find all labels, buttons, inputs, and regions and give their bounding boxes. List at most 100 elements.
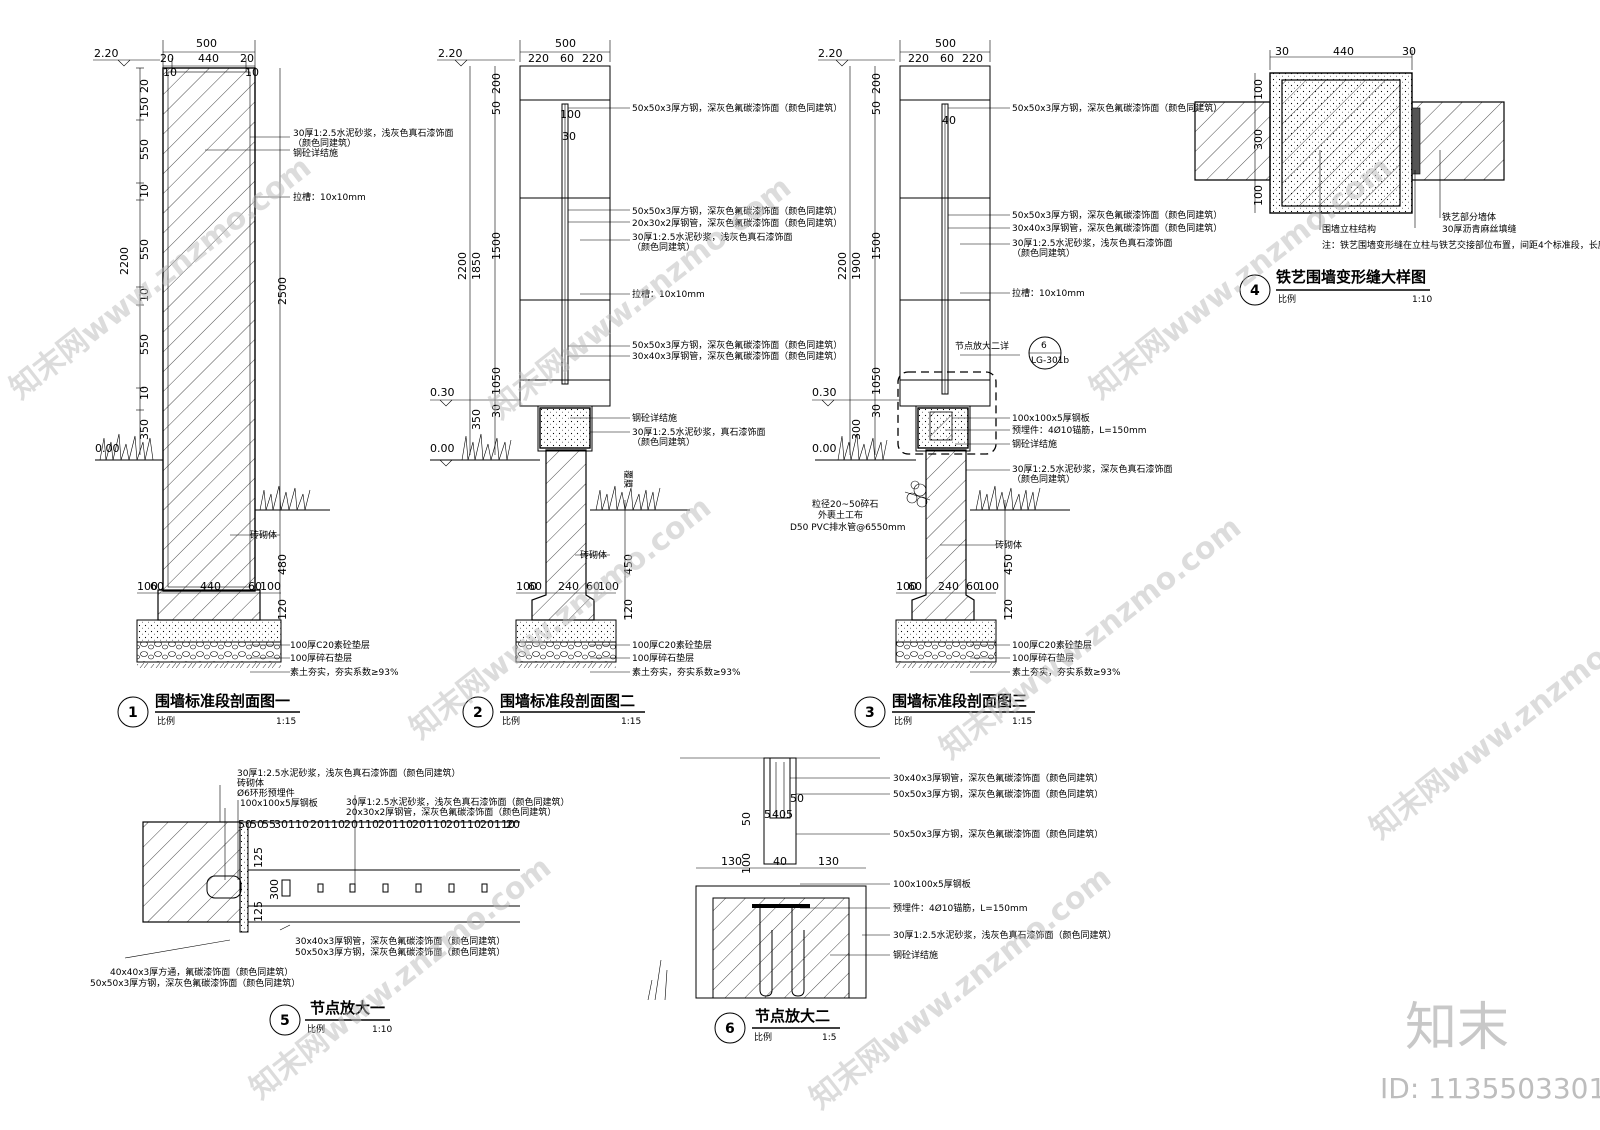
level-top: 2.20 [818,47,843,60]
note: 砖砌体 [250,529,277,541]
dim: 100 [598,580,619,593]
note: 100x100x5厚钢板 [893,878,971,890]
dim: 100 [137,580,158,593]
dim: 110 [358,818,379,831]
scale-label: 比例 [307,1023,325,1035]
title: 节点放大二 [755,1007,830,1025]
note: 50x50x3厚方钢，深灰色氟碳漆饰面（颜色同建筑） [90,977,300,989]
dim: 110 [426,818,447,831]
dim: 125 [252,847,265,868]
dim: 1850 [470,252,483,280]
level-top: 2.20 [438,47,463,60]
title-number: 4 [1250,283,1260,299]
dim: 20 [160,52,174,65]
title-number: 2 [473,705,483,721]
dim: 125 [252,901,265,922]
note: 预埋件：4Ø10锚筋，L=150mm [1012,424,1147,436]
note: 30厚1:2.5水泥砂浆，浅灰色真石漆饰面（颜色同建筑） [346,796,570,808]
detail-4: 30 440 30 100 300 100 围墙立柱结构 铁艺部分墙体 30厚沥… [1194,45,1600,306]
dim-row-5: 50 50 55 30 110 20 110 20 110 20 110 20 … [238,818,520,831]
level-top: 2.20 [94,47,119,60]
dim: 220 [962,52,983,65]
detail-5: 50 50 55 30 110 20 110 20 110 20 110 20 … [90,767,570,1036]
note: 素土夯实，夯实系数≥93% [290,666,399,678]
note: 拉槽：10x10mm [293,191,366,203]
dim: 50 [870,101,883,115]
title-number: 3 [865,705,875,721]
level-mid: 0.30 [812,386,837,399]
dim: 10 [138,184,151,198]
note: 砖砌体 [995,539,1022,551]
detail-6: 50 5 40 5 50 130 40 130 100 30x40x3厚钢管，深… [647,757,1117,1044]
dim: 440 [200,580,221,593]
note: 50x50x3厚方钢，深灰色氟碳漆饰面（颜色同建筑） [1012,209,1222,221]
dim: 50 [238,818,252,831]
scale: 1:15 [276,717,296,727]
column-body [162,67,256,592]
note: 50x50x3厚方钢，深灰色氟碳漆饰面（颜色同建筑） [632,205,842,217]
note: 100厚C20素砼垫层 [632,639,712,651]
dim: 440 [1333,45,1354,58]
dim: 110 [324,818,345,831]
note: 40x40x3厚方通，氟碳漆饰面（颜色同建筑） [110,966,293,978]
dim: 20 [310,818,324,831]
watermark-text: 知末网www.znzmo.com [1363,590,1600,847]
watermark-text: 知末网www.znzmo.com [803,860,1118,1117]
dim: 30 [562,130,576,143]
note: 钢砼详结施 [1012,438,1057,450]
dim: 60 [908,580,922,593]
dim: 60 [586,580,600,593]
title: 围墙标准段剖面图一 [155,692,290,710]
dim: 500 [555,37,576,50]
dim: 50 [250,818,264,831]
dim: 120 [276,599,289,620]
dim: 20 [378,818,392,831]
section-1: 500 20 440 20 10 10 2.20 20 150 550 10 5… [93,37,454,728]
dim: 60 [940,52,954,65]
scale-label: 比例 [894,715,912,727]
dim: 440 [198,52,219,65]
dim: 10 [138,386,151,400]
dim: 550 [138,334,151,355]
scale: 1:10 [372,1025,392,1035]
dim: 20 [480,818,494,831]
watermark-id: ID: 1135503301 [1380,1072,1600,1105]
note: 30厚1:2.5水泥砂浆，真石漆饰面 [632,426,766,438]
dim: 500 [196,37,217,50]
dim: 200 [870,73,883,94]
dim: 5 [786,808,793,821]
dim: 100 [1252,79,1265,100]
section-2: 500 220 60 220 2.20 200 50 1850 1500 220… [430,37,842,728]
note: 钢砼详结施 [632,412,677,424]
note: 30厚1:2.5水泥砂浆，浅灰色真石漆饰面 [1012,237,1173,249]
note: 拉槽：10x10mm [1012,287,1085,299]
dim: 2200 [118,247,131,275]
dim: 1050 [490,367,503,395]
note: 30x40x3厚钢管，深灰色氟碳漆饰面（颜色同建筑） [295,935,505,947]
note: 100厚C20素砼垫层 [1012,639,1092,651]
note: 100厚碎石垫层 [290,652,352,664]
dim: 200 [490,73,503,94]
dim: 20 [240,52,254,65]
dim: 40 [942,114,956,127]
note: （颜色同建筑） [632,241,695,253]
note: 外裹土工布 [818,509,863,521]
note: 50x50x3厚方钢，深灰色氟碳漆饰面（颜色同建筑） [295,946,505,958]
dim: 40 [773,855,787,868]
dim: 220 [908,52,929,65]
dim: 100 [978,580,999,593]
note: 100厚C20素砼垫层 [290,639,370,651]
note: 钢砼详结施 [893,949,938,961]
scale: 1:10 [1412,295,1432,305]
dim: 480 [276,554,289,575]
note: 钢砼详结施 [293,147,338,159]
note: （颜色同建筑） [1012,473,1075,485]
note: 30厚沥青麻丝填缝 [1442,223,1516,235]
section-3: 500 220 60 220 2.20 6 LG-301b 节点放大二详 [790,37,1222,728]
dim: 100 [560,108,581,121]
dim: 300 [850,419,863,440]
dim: 240 [938,580,959,593]
dim: 100 [740,853,753,874]
scale: 1:15 [1012,717,1032,727]
dim: 1500 [870,232,883,260]
